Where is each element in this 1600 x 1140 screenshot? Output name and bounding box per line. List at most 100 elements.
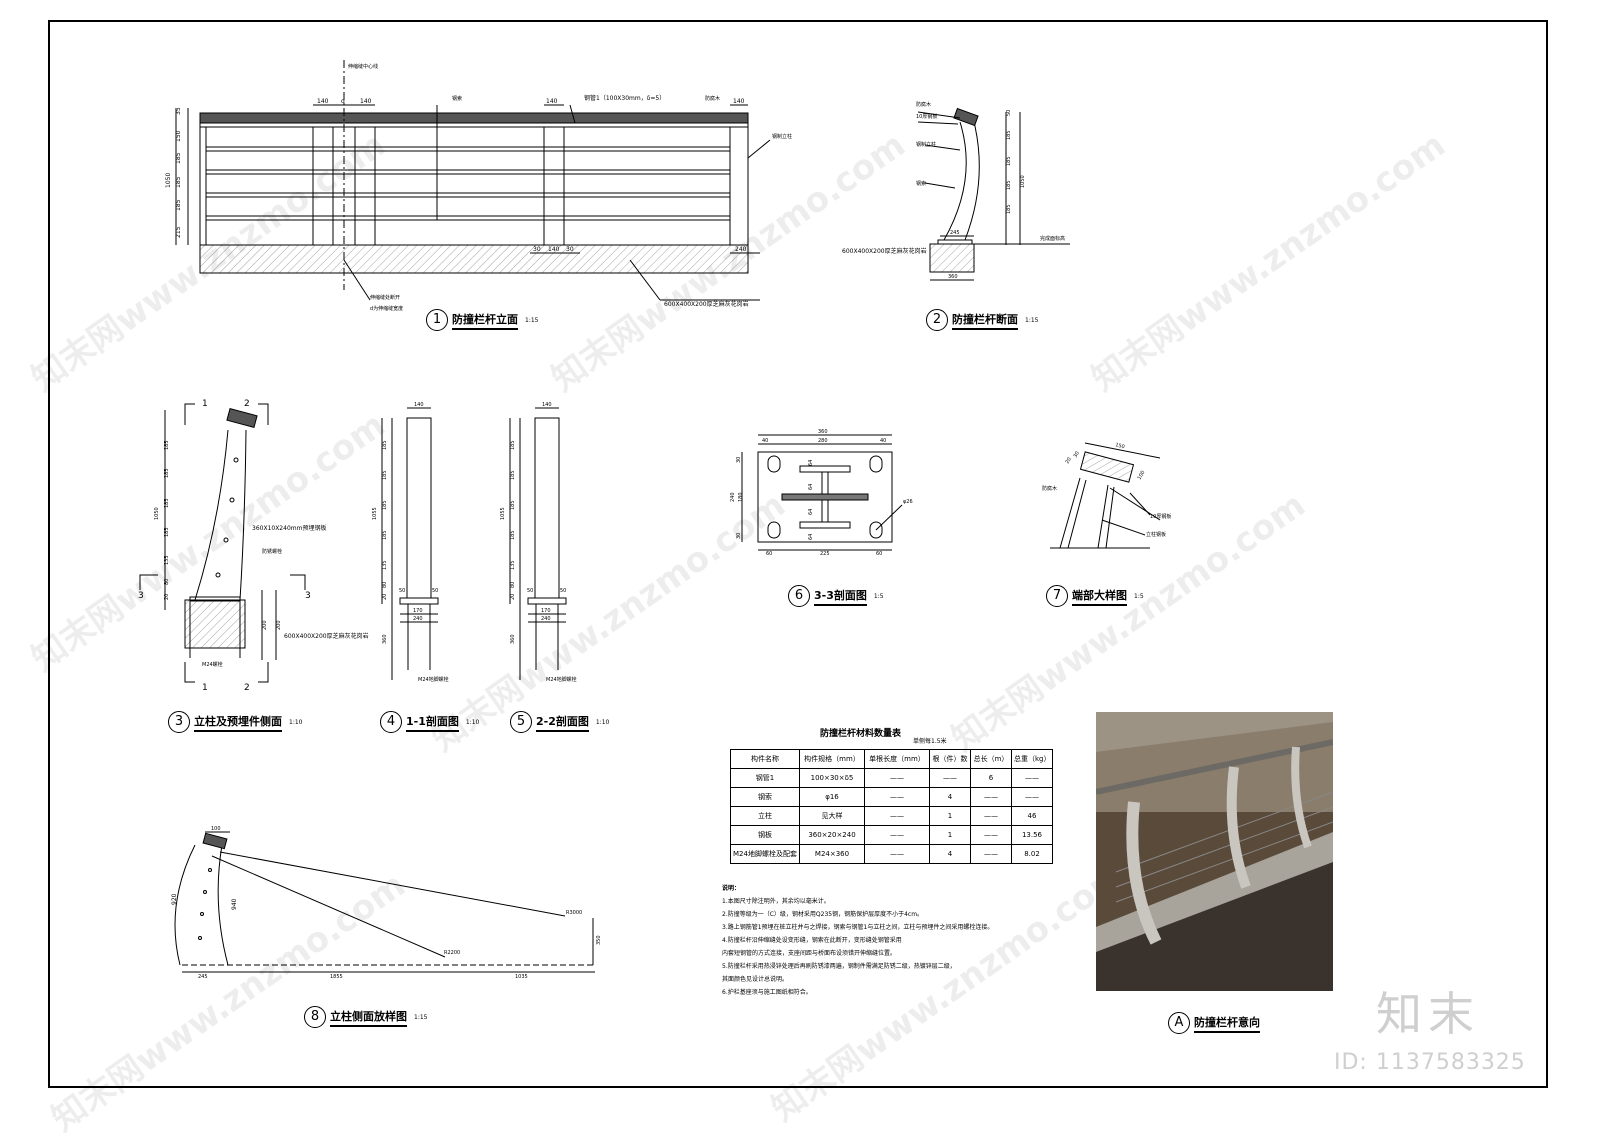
view-scale: 1:15 bbox=[414, 1013, 428, 1021]
post-side-view bbox=[139, 403, 306, 683]
post-dim: 80 bbox=[164, 579, 170, 585]
elev-dim: 140 bbox=[360, 98, 372, 105]
plate-dim: 60 bbox=[876, 551, 882, 557]
elev-dim: 185 bbox=[175, 199, 182, 211]
s4-dim: 360 bbox=[382, 634, 388, 644]
table-cell: 见大样 bbox=[799, 806, 865, 826]
view-label: 3-3剖面图 bbox=[814, 587, 867, 606]
end-detail-view bbox=[1050, 442, 1161, 549]
column-header: 总长（m） bbox=[970, 749, 1012, 769]
column-header: 根（件）数 bbox=[929, 749, 971, 769]
post-dim: 20 bbox=[164, 594, 170, 600]
bolt-label: 防锈螺栓 bbox=[262, 548, 282, 555]
view-title-2: 2 防撞栏杆断面 1:15 bbox=[926, 309, 1038, 331]
view-number: 2 bbox=[926, 309, 948, 331]
table-cell: 1 bbox=[929, 825, 971, 845]
view-title-A: A 防撞栏杆意向 bbox=[1168, 1012, 1260, 1034]
table-cell: 4 bbox=[929, 844, 971, 864]
table-cell: —— bbox=[1011, 787, 1053, 807]
note-line: 1.本图尺寸除注明外，其余均以毫米计。 bbox=[722, 898, 830, 905]
watermark-logo: 知末 bbox=[1376, 987, 1480, 1041]
note-line: 5.防撞栏杆采用热浸锌处理后再刷防锈漆两遍，钢制件需满足防锈二级，热镀锌层二级， bbox=[722, 963, 956, 970]
table-cell: 钢管1 bbox=[730, 768, 800, 788]
sect-base-label: 600X400X200厚芝麻灰花岗岩 bbox=[842, 247, 927, 255]
loft-view bbox=[174, 831, 595, 973]
sect-dim: 245 bbox=[950, 230, 960, 236]
view-number: 7 bbox=[1046, 585, 1068, 607]
hole-label: φ26 bbox=[903, 499, 913, 505]
column-header: 单根长度（mm） bbox=[864, 749, 930, 769]
plate-dim: 64 bbox=[808, 509, 814, 515]
loft-dim: 245 bbox=[198, 974, 208, 980]
view-label: 立柱及预埋件侧面 bbox=[194, 713, 282, 732]
post-label: 钢制立柱 bbox=[772, 133, 792, 140]
plate-dim: 180 bbox=[738, 492, 744, 502]
table-cell: 1 bbox=[929, 806, 971, 826]
plate-dim: 40 bbox=[880, 438, 886, 444]
table-cell: —— bbox=[929, 768, 971, 788]
view-title-3: 3 立柱及预埋件侧面 1:10 bbox=[168, 711, 302, 733]
s4-dim: 185 bbox=[382, 440, 388, 450]
elev-dim: 140 bbox=[548, 246, 560, 253]
s4-dim: 50 bbox=[432, 588, 438, 594]
s4-dim: 240 bbox=[413, 616, 423, 622]
pipe-label: 钢管1（100X30mm，δ=5） bbox=[584, 94, 665, 102]
column-header: 总重（kg） bbox=[1011, 749, 1053, 769]
table-cell: —— bbox=[970, 806, 1012, 826]
table-cell: 钢索 bbox=[730, 787, 800, 807]
sect-label: 10厚钢板 bbox=[916, 113, 937, 120]
elev-dim: 240 bbox=[735, 246, 747, 253]
s5-dim: 50 bbox=[527, 588, 533, 594]
s5-dim: 1055 bbox=[500, 507, 506, 520]
elev-dim: 30 bbox=[566, 246, 574, 253]
post-base-label: 600X400X200厚芝麻灰花岗岩 bbox=[284, 632, 369, 640]
note-line: 内套短钢管的方式连接，支座间距与桥面布设须错开伸缩缝位置。 bbox=[722, 950, 897, 957]
note-line: 4.防撞栏杆沿伸缩缝处设变形缝，钢索在此断开，变形缝处钢管采用 bbox=[722, 937, 902, 944]
plate-dim: 30 bbox=[736, 457, 742, 463]
view-scale: 1:15 bbox=[525, 316, 539, 324]
view-scale: 1:10 bbox=[289, 718, 303, 726]
view-title-6: 6 3-3剖面图 1:5 bbox=[788, 585, 884, 607]
reference-photo bbox=[1096, 712, 1333, 991]
bom-table: 构件名称 构件规格（mm） 单根长度（mm） 根（件）数 总长（m） 总重（kg… bbox=[730, 749, 1053, 864]
sect-dim: 185 bbox=[1006, 130, 1012, 140]
s4-dim: 20 bbox=[382, 594, 388, 600]
sect-dim: 50 bbox=[1006, 110, 1012, 116]
detail-dim: 30 bbox=[1073, 450, 1081, 459]
elev-dim: 35 bbox=[175, 107, 182, 115]
elev-dim: 140 bbox=[546, 98, 558, 105]
view-number: 5 bbox=[510, 711, 532, 733]
section-2-2-view bbox=[509, 407, 567, 680]
plate-dim: 64 bbox=[808, 460, 814, 466]
elevation-view bbox=[175, 60, 771, 301]
post-side-text: 185 185 185 185 135 80 20 1050 360X10X24… bbox=[138, 399, 369, 693]
railing-photo-illustration bbox=[1096, 712, 1333, 991]
table-cell: —— bbox=[864, 825, 930, 845]
loft-dim: 1035 bbox=[515, 974, 528, 980]
view-scale: 1:15 bbox=[1025, 316, 1039, 324]
elev-dim: 215 bbox=[175, 226, 182, 238]
sect-dim: 1050 bbox=[1020, 175, 1026, 188]
table-cell: —— bbox=[864, 768, 930, 788]
view-label: 1-1剖面图 bbox=[406, 713, 459, 732]
cut-mark: 3 bbox=[305, 591, 311, 601]
view-title-7: 7 端部大样图 1:5 bbox=[1046, 585, 1144, 607]
view-label: 端部大样图 bbox=[1072, 587, 1127, 606]
plate-view bbox=[741, 434, 903, 551]
view-title-8: 8 立柱侧面放样图 1:15 bbox=[304, 1006, 427, 1028]
view-number: A bbox=[1168, 1012, 1190, 1034]
elev-dim: 1050 bbox=[165, 173, 172, 188]
detail-dim: 100 bbox=[1137, 470, 1147, 481]
table-cell: M24地脚螺栓及配套 bbox=[730, 844, 800, 864]
joint-label: 伸缩缝处断开 bbox=[370, 294, 400, 301]
wood-label: 防腐木 bbox=[705, 95, 720, 102]
plate-dim: 360 bbox=[818, 429, 828, 435]
loft-dim: 100 bbox=[211, 826, 221, 832]
view-title-1: 1 防撞栏杆立面 1:15 bbox=[426, 309, 538, 331]
table-cell: M24×360 bbox=[799, 844, 865, 864]
table-row: 立柱见大样——1——46 bbox=[730, 806, 1053, 826]
s5-dim: 140 bbox=[542, 402, 552, 408]
